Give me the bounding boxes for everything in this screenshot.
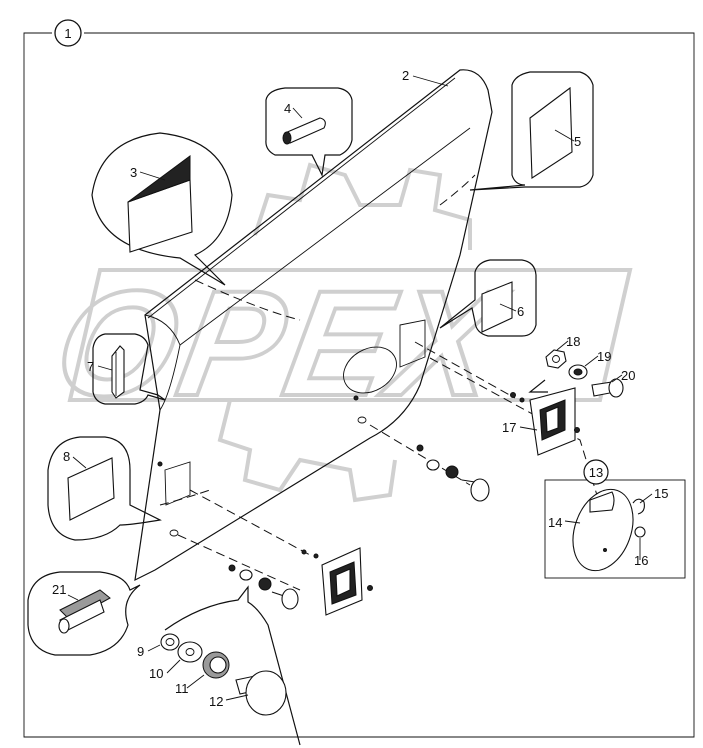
callout-6: 6 bbox=[517, 304, 524, 319]
leader-lines bbox=[67, 75, 653, 701]
subgroup-number: 13 bbox=[589, 465, 603, 480]
clip-15 bbox=[632, 498, 645, 515]
callout-3: 3 bbox=[130, 165, 137, 180]
cover-plate-14 bbox=[572, 488, 634, 572]
detail-bubble-21 bbox=[27, 571, 141, 656]
detail-bubble-6 bbox=[439, 259, 537, 337]
callout-11: 11 bbox=[175, 681, 189, 696]
round-cutout bbox=[343, 346, 397, 394]
callout-4: 4 bbox=[284, 101, 291, 116]
callout-2: 2 bbox=[402, 68, 409, 83]
door-panel bbox=[134, 69, 493, 582]
callout-10: 10 bbox=[149, 666, 163, 681]
watermark-logo: OPEX bbox=[43, 162, 633, 503]
callout-labels: 2 3 4 5 6 7 8 9 10 11 12 14 15 16 17 18 … bbox=[52, 68, 668, 709]
knob-small-lower bbox=[228, 564, 299, 610]
callout-9: 9 bbox=[137, 644, 144, 659]
callout-17: 17 bbox=[502, 420, 516, 435]
washer-10 bbox=[177, 641, 203, 663]
subgroup-number-badge bbox=[583, 459, 609, 485]
inset-13: 13 bbox=[544, 459, 686, 579]
callout-12: 12 bbox=[209, 694, 223, 709]
detail-bubble-7 bbox=[92, 333, 166, 405]
nut-18 bbox=[545, 349, 567, 369]
callout-14: 14 bbox=[548, 515, 562, 530]
diagram-frame: 1 bbox=[23, 19, 695, 738]
detail-bubble-4 bbox=[265, 87, 353, 177]
detail-bubble-8 bbox=[47, 436, 162, 541]
callout-19: 19 bbox=[597, 349, 611, 364]
callout-8: 8 bbox=[63, 449, 70, 464]
screw-16 bbox=[634, 526, 646, 538]
callout-18: 18 bbox=[566, 334, 580, 349]
detail-bubble-3 bbox=[91, 132, 233, 286]
callout-15: 15 bbox=[654, 486, 668, 501]
group-number-badge bbox=[54, 19, 82, 47]
knob-small-upper bbox=[416, 444, 490, 502]
callout-20: 20 bbox=[621, 368, 635, 383]
group-number: 1 bbox=[64, 26, 71, 41]
washer-9 bbox=[160, 633, 180, 651]
latch-assembly-lower bbox=[301, 547, 373, 616]
watermark-text: OPEX bbox=[45, 260, 517, 428]
knob-12 bbox=[245, 670, 287, 716]
callout-5: 5 bbox=[574, 134, 581, 149]
callout-7: 7 bbox=[87, 359, 94, 374]
knob-detail-enlarged bbox=[160, 585, 301, 746]
callout-16: 16 bbox=[634, 553, 648, 568]
latch-assembly-upper bbox=[510, 349, 624, 456]
callout-21: 21 bbox=[52, 582, 66, 597]
detail-bubble-5 bbox=[469, 71, 594, 191]
assembly-lines bbox=[159, 174, 601, 591]
